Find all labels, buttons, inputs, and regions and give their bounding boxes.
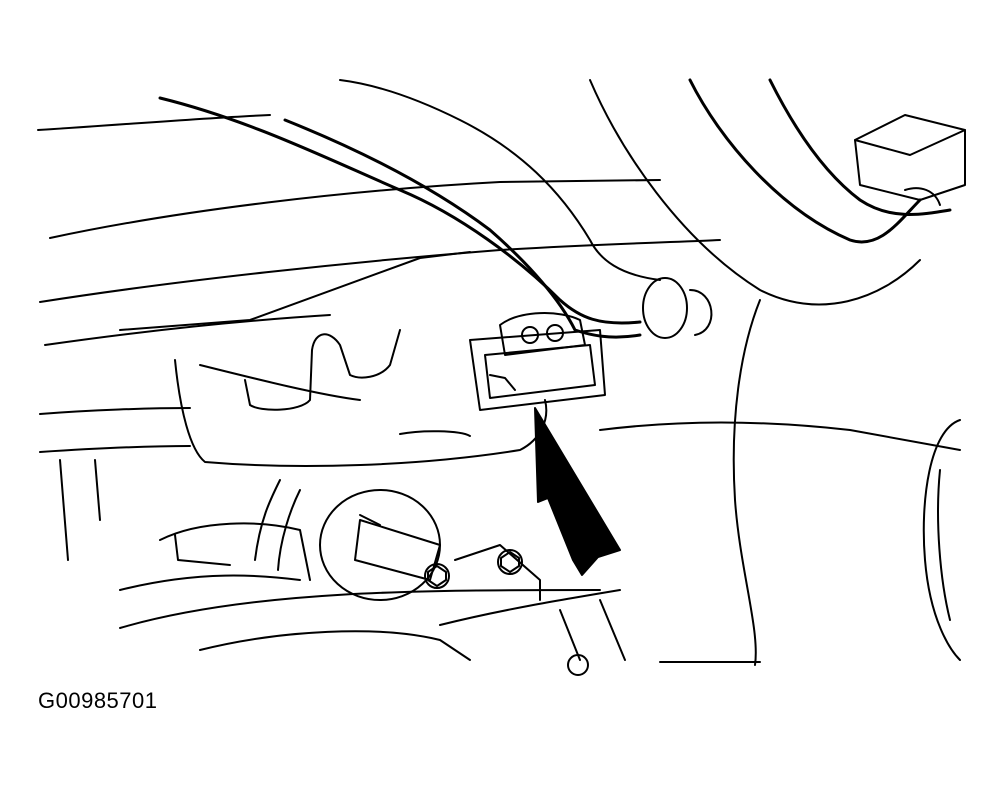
- engine-block-slot: [399, 430, 471, 437]
- figure-id-label: G00985701: [38, 688, 158, 713]
- lower-tube: [354, 519, 441, 581]
- lower-bracket-edge: [174, 534, 231, 566]
- lower-frame-line: [199, 630, 471, 661]
- lower-frame-line: [119, 574, 301, 591]
- hose-upper: [158, 96, 642, 325]
- indicator-arrow: [534, 407, 621, 576]
- lower-vertical: [559, 609, 581, 661]
- sensor-clip: [489, 374, 516, 391]
- contour-line: [39, 445, 191, 453]
- lower-rod: [277, 489, 301, 571]
- sensor-connector-body: [469, 329, 606, 411]
- lower-vertical: [94, 459, 101, 521]
- lower-vertical: [599, 599, 626, 661]
- hose-end: [642, 277, 688, 339]
- bolt-head: [424, 563, 450, 589]
- lower-frame-line: [119, 589, 601, 629]
- hose-top-edge: [339, 79, 661, 281]
- sensor-connector-inner: [484, 344, 596, 399]
- contour-line: [39, 407, 191, 415]
- right-lower-panel: [599, 421, 961, 451]
- bolt-head: [497, 549, 523, 575]
- engine-block-top: [119, 251, 471, 331]
- contour-line: [44, 314, 331, 346]
- engine-block-ridge: [199, 364, 361, 401]
- right-hose: [688, 78, 922, 244]
- indicator-arrow-dash: [539, 419, 549, 461]
- hose-end-ring: [689, 289, 713, 336]
- contour-line: [39, 239, 721, 303]
- right-long-contour: [732, 299, 761, 666]
- right-connector: [904, 187, 941, 206]
- sensor-plug: [499, 312, 586, 356]
- sensor-pin: [546, 324, 564, 342]
- lower-vertical: [59, 459, 69, 561]
- right-wheel-edge: [922, 419, 961, 661]
- sensor-pin: [521, 326, 539, 344]
- hose-lower: [283, 118, 642, 339]
- lower-round-housing: [319, 489, 441, 601]
- contour-line: [49, 179, 661, 239]
- engine-block-notch: [244, 329, 401, 411]
- lower-rod: [254, 479, 281, 561]
- right-box-top: [854, 129, 966, 156]
- lower-tube-clip: [359, 514, 381, 526]
- bolt-head: [567, 654, 589, 676]
- right-box: [854, 114, 966, 201]
- right-hose-edge: [768, 78, 952, 216]
- lower-bracket-arm: [454, 544, 541, 601]
- lower-frame-line: [439, 589, 621, 626]
- engine-block: [174, 359, 548, 467]
- right-curve-panel: [589, 79, 921, 306]
- bolt-hex: [427, 565, 447, 587]
- bolt-hex: [500, 551, 520, 573]
- contour-line: [37, 114, 271, 131]
- right-wheel-inner: [937, 469, 951, 621]
- lower-bracket: [159, 522, 311, 581]
